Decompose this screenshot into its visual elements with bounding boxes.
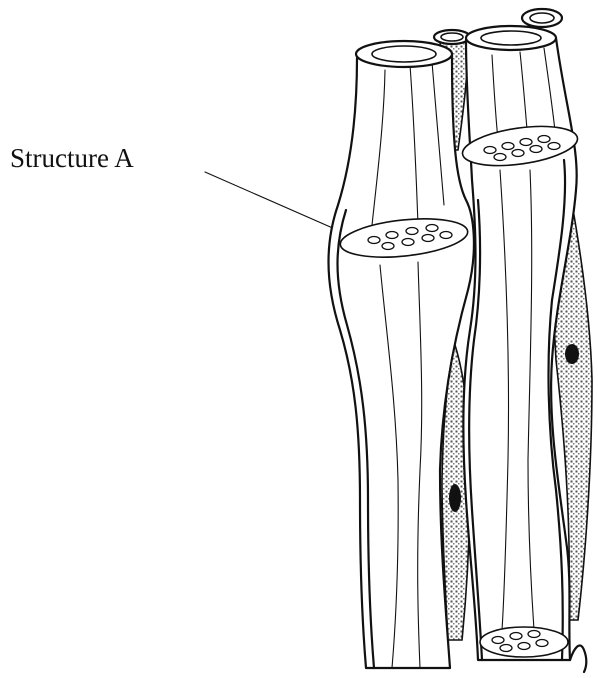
nucleus — [449, 484, 461, 512]
structure-a-label: Structure A — [10, 143, 134, 174]
nucleus — [565, 344, 579, 364]
bottom-right-cut-edge — [570, 645, 586, 672]
sieve-plate-lower-right — [480, 627, 568, 657]
